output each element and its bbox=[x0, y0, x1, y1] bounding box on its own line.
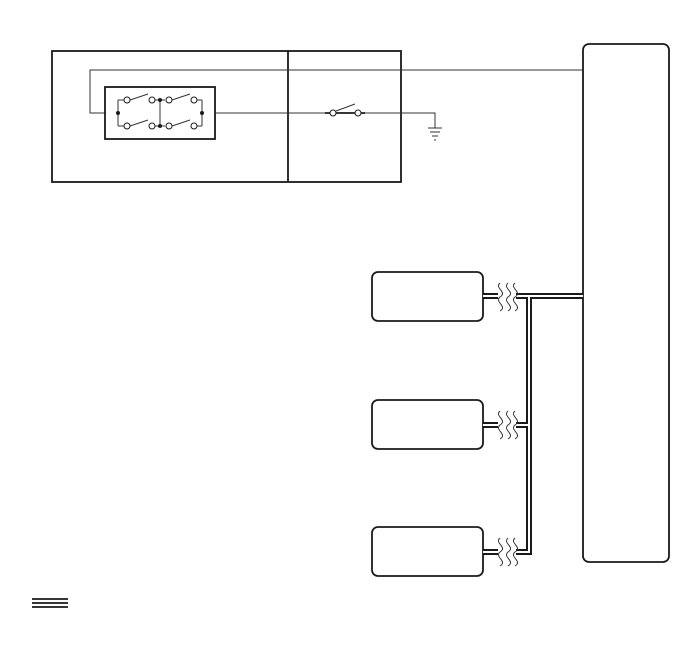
twisted-pair-bus bbox=[516, 293, 583, 555]
ground-wire bbox=[215, 112, 436, 128]
module-1 bbox=[371, 271, 519, 322]
controller-unit bbox=[582, 43, 670, 563]
signal-wire bbox=[89, 69, 583, 114]
ground-icon bbox=[428, 127, 442, 141]
module-3 bbox=[371, 526, 519, 577]
module-2 bbox=[371, 399, 519, 450]
twisted-pair-legend-icon bbox=[32, 598, 68, 608]
single-switch bbox=[325, 103, 365, 117]
switch-block bbox=[104, 86, 216, 140]
